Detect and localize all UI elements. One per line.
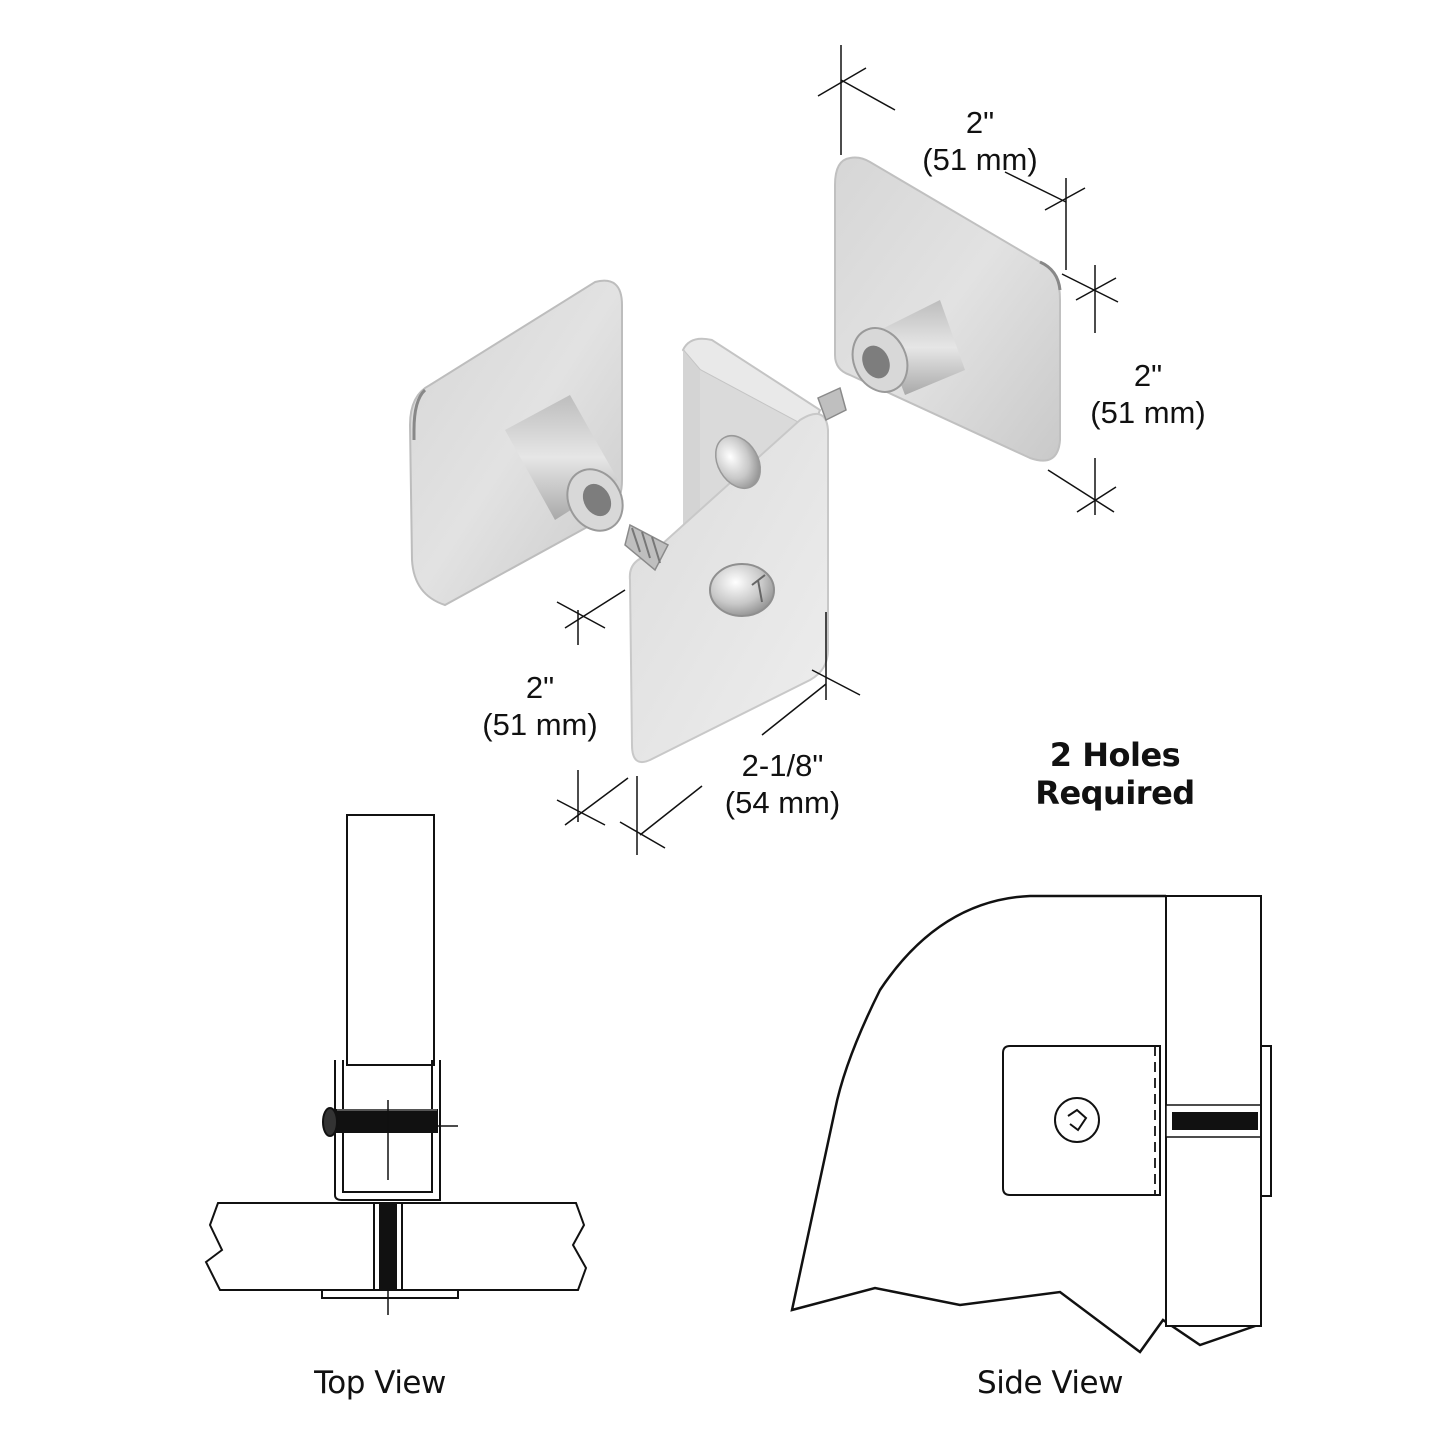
dimension-top-width: 2" (51 mm) [900, 105, 1060, 178]
dimension-imperial: 2" [525, 670, 555, 705]
dimension-left-height: 2" (51 mm) [460, 670, 620, 743]
dimension-right-height: 2" (51 mm) [1068, 358, 1228, 431]
holes-required-note: 2 Holes Required [1010, 736, 1220, 813]
left-barrel-stud [505, 395, 624, 532]
dimension-imperial: 2" [965, 105, 995, 140]
threaded-screw-right [817, 386, 847, 422]
dimension-metric: (54 mm) [724, 784, 841, 820]
top-view-caption: Top View [314, 1365, 446, 1401]
side-view-drawing [790, 894, 1272, 1354]
phillips-screw-head [709, 563, 775, 617]
dimension-imperial: 2-1/8" [741, 748, 824, 783]
dimension-lines [556, 45, 1119, 855]
dimension-metric: (51 mm) [482, 706, 598, 742]
right-mounting-plate [834, 156, 1062, 462]
dimension-bottom-width: 2-1/8" (54 mm) [700, 748, 865, 821]
center-u-clip [628, 337, 829, 764]
top-view-drawing [204, 814, 588, 1315]
side-view-caption: Side View [977, 1365, 1123, 1401]
right-barrel-stud [851, 300, 965, 395]
dimension-metric: (51 mm) [1090, 394, 1206, 430]
note-line-2: Required [1035, 773, 1195, 812]
dimension-metric: (51 mm) [922, 141, 1038, 177]
note-line-1: 2 Holes [1049, 736, 1181, 774]
dimension-imperial: 2" [1133, 358, 1163, 393]
threaded-screw-left [624, 523, 670, 572]
